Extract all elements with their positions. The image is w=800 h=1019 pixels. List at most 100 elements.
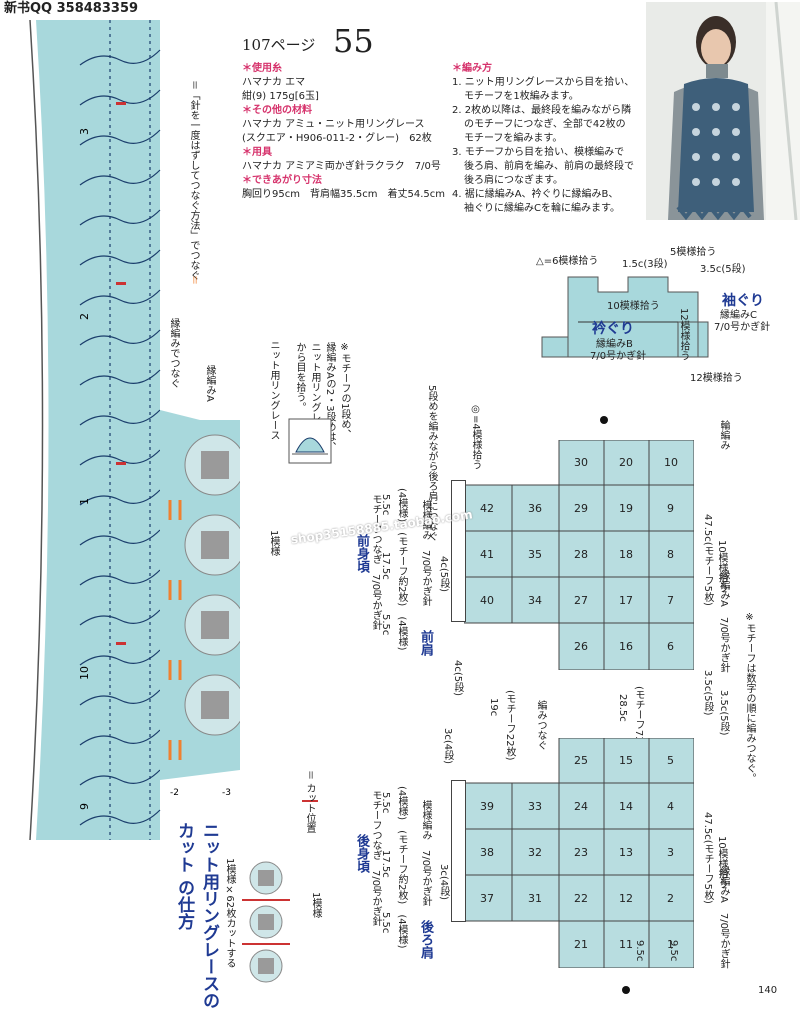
front-cell: 26 bbox=[574, 640, 588, 653]
mid-3c: 3c(4段) bbox=[442, 728, 453, 765]
photo-motif-dots bbox=[692, 103, 740, 186]
front-cell: 16 bbox=[619, 640, 633, 653]
back-cell: 32 bbox=[528, 846, 542, 859]
back-dim-3: 5.5c bbox=[380, 792, 391, 814]
front-join-note: 5段めを編みながら後ろ肩につなぐ bbox=[426, 385, 437, 542]
method-block: ＊編み方 1. ニット用リングレースから目を拾い、 モチーフを1枚編みます。 2… bbox=[452, 62, 634, 216]
mid-19c: 19c bbox=[488, 698, 499, 717]
method-step3c: 後ろ肩につなぎます。 bbox=[464, 175, 563, 186]
cut-legend bbox=[302, 770, 318, 802]
method-step3b: 後ろ肩、前肩を編み、前肩の最終段で bbox=[464, 161, 634, 172]
back-shoulder-title: 後ろ肩 bbox=[418, 920, 433, 959]
method-step2b: のモチーフにつなぎ、全部で42枚の bbox=[464, 119, 626, 130]
front-len: 47.5c(モチーフ5枚) bbox=[702, 514, 713, 606]
motif-note-4: から目を拾う。 bbox=[294, 342, 305, 412]
method-step2c: モチーフを編みます。 bbox=[464, 133, 563, 144]
ringlace-label: ニット用リングレース bbox=[268, 340, 279, 440]
edge-a-label: 縁編みA bbox=[204, 365, 215, 402]
chart-num-1: 1 bbox=[78, 498, 91, 505]
page-ref: 107ページ bbox=[242, 36, 316, 54]
back-cell: 25 bbox=[574, 754, 588, 767]
pick6-label: △=6模様拾う bbox=[536, 256, 599, 267]
front-body-grid bbox=[464, 440, 694, 670]
motif-note-1: ※モチーフの1段め、 bbox=[339, 342, 350, 440]
chart-num-2: 2 bbox=[78, 313, 91, 320]
back-cell: 23 bbox=[574, 846, 588, 859]
front-cell: 9 bbox=[667, 502, 674, 515]
method-step1b: モチーフを1枚編みます。 bbox=[464, 91, 579, 102]
front-shoulder-strip bbox=[451, 480, 466, 622]
back-cell: 5 bbox=[667, 754, 674, 767]
neck-hook: 7/0号かぎ針 bbox=[590, 351, 647, 362]
front-cell: 36 bbox=[528, 502, 542, 515]
back-cell: 37 bbox=[480, 892, 494, 905]
back-cell: 31 bbox=[528, 892, 542, 905]
back-dim-2: 17.5c bbox=[380, 850, 391, 878]
neck-edge-b: 縁編みB bbox=[596, 339, 633, 350]
chart-num-3: 3 bbox=[78, 128, 91, 135]
front-cell: 27 bbox=[574, 594, 588, 607]
back-95c-b: 9.5c bbox=[668, 940, 679, 962]
legend-orange-eq: ＝ bbox=[188, 275, 199, 285]
other-line2: (スクエア・H906-011-2・グレー) 62枚 bbox=[242, 133, 432, 144]
mid-35c: 3.5c(5段) bbox=[718, 690, 729, 736]
mid-28c: 28.5c bbox=[617, 694, 628, 722]
front-cell: 6 bbox=[667, 640, 674, 653]
front-edge-a: 縁編みA 7/0号かぎ針 bbox=[718, 570, 729, 673]
yarn-line2: 紺(9) 175g[6玉] bbox=[242, 91, 319, 102]
back-cell: 11 bbox=[619, 938, 633, 951]
front-wa: 輪編み bbox=[718, 420, 729, 450]
back-cell: 38 bbox=[480, 846, 494, 859]
front-cell: 29 bbox=[574, 502, 588, 515]
front-pick4: ◎=4模様拾う bbox=[470, 404, 481, 470]
front-dim-1: 5.5c bbox=[380, 614, 391, 636]
other-line1: ハマナカ アミュ・ニット用リングレース bbox=[242, 119, 425, 130]
front-dim-4c: 4c(5段) bbox=[438, 556, 449, 593]
page-footer-number: 140 bbox=[758, 985, 778, 996]
pick12-label-a: 12模様拾う bbox=[678, 308, 689, 361]
back-cell: 13 bbox=[619, 846, 633, 859]
front-cell: 42 bbox=[480, 502, 494, 515]
cut-diagram bbox=[242, 861, 290, 983]
back-cell: 3 bbox=[667, 846, 674, 859]
cut-position-label: ＝ カット位置 bbox=[304, 770, 315, 834]
method-step3a: 3. モチーフから目を拾い、模様編みで bbox=[452, 147, 625, 158]
chart-minus-3: -3 bbox=[222, 788, 231, 798]
back-len: 47.5c(モチーフ5枚) bbox=[702, 812, 713, 904]
method-step1a: 1. ニット用リングレースから目を拾い、 bbox=[452, 77, 635, 88]
front-cell: 20 bbox=[619, 456, 633, 469]
page-number-title: 55 bbox=[333, 22, 374, 60]
back-dim-sub: (4模様) (モチーフ約2枚) (4模様) bbox=[396, 786, 407, 949]
back-95c-a: 9.5c bbox=[634, 940, 645, 962]
front-title: 前身頃 bbox=[354, 534, 369, 573]
back-dim-3c: 3c(4段) bbox=[438, 864, 449, 901]
front-cell: 34 bbox=[528, 594, 542, 607]
mid-19c-sub: (モチーフ22枚) bbox=[504, 690, 515, 761]
method-heading: ＊編み方 bbox=[452, 63, 492, 74]
back-shoulder-sub: 模様編み 7/0号かぎ針 bbox=[420, 800, 431, 907]
size-heading: ＊できあがり寸法 bbox=[242, 175, 322, 186]
front-dim-sub: (4模様) (モチーフ約2枚) (4模様) bbox=[396, 488, 407, 651]
back-body-grid bbox=[464, 738, 694, 968]
edge-chart-stitches bbox=[79, 20, 161, 840]
model-photo bbox=[646, 2, 800, 220]
front-cell: 28 bbox=[574, 548, 588, 561]
note-edge-join: 縁編みでつなぐ bbox=[168, 318, 179, 388]
front-cell: 7 bbox=[667, 594, 674, 607]
front-cell: 8 bbox=[667, 548, 674, 561]
back-cells: 25 15 5 39 33 24 14 4 38 32 23 13 3 37 3… bbox=[464, 738, 694, 968]
tools-heading: ＊用具 bbox=[242, 147, 272, 158]
neck-title: 衿ぐり bbox=[592, 321, 634, 337]
motif-column bbox=[184, 434, 240, 736]
chart-num-10: 10 bbox=[78, 666, 91, 680]
back-cell: 22 bbox=[574, 892, 588, 905]
mid-28c-sub: (モチーフ73枚) bbox=[633, 686, 644, 757]
back-cell: 2 bbox=[667, 892, 674, 905]
front-shoulder-sub: 模様編み 7/0号かぎ針 bbox=[420, 500, 431, 607]
materials-block: ＊使用糸 ハマナカ エマ 紺(9) 175g[6玉] ＊その他の材料 ハマナカ … bbox=[242, 62, 445, 202]
watermark: 新书QQ 358483359 bbox=[4, 1, 139, 16]
back-cell: 39 bbox=[480, 800, 494, 813]
mid-note: ※モチーフは数字の順に編みつなぐ。 bbox=[744, 612, 755, 783]
front-cell: 40 bbox=[480, 594, 494, 607]
method-step2a: 2. 2枚め以降は、最終段を編みながら隣 bbox=[452, 105, 632, 116]
